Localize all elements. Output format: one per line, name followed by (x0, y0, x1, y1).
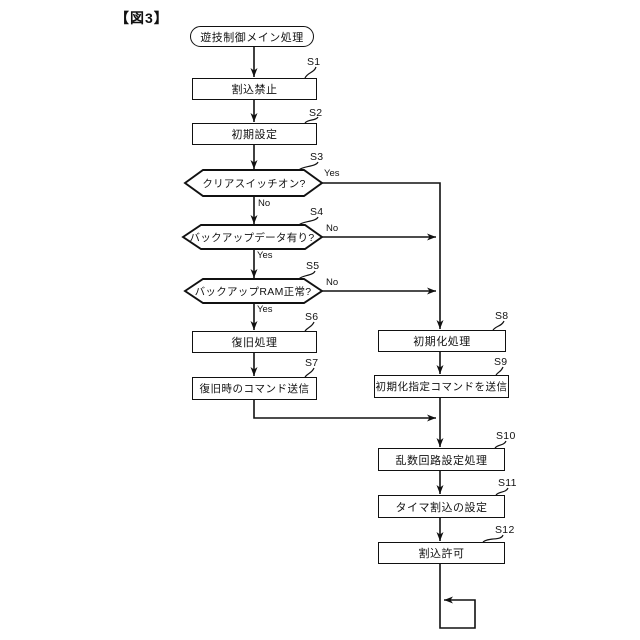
step-s5-label: バックアップRAM正常? (194, 285, 312, 298)
figure-label: 【図3】 (115, 10, 169, 26)
step-s9-label: 初期化指定コマンドを送信 (375, 381, 508, 393)
leader-s6 (304, 321, 315, 332)
step-s8-box: 初期化処理 (378, 330, 506, 352)
leader-s11 (495, 487, 509, 496)
step-s1-label: 割込禁止 (231, 84, 278, 96)
step-id-s4: S4 (310, 206, 324, 218)
step-id-s8: S8 (495, 310, 509, 322)
step-s7-box: 復旧時のコマンド送信 (192, 377, 317, 400)
step-id-s5: S5 (306, 260, 320, 272)
start-terminal-text: 遊技制御メイン処理 (200, 31, 304, 44)
step-s6-label: 復旧処理 (231, 337, 278, 349)
step-s12-box: 割込許可 (378, 542, 505, 564)
step-s8-label: 初期化処理 (413, 336, 471, 348)
edge-s3-yes-to-s8 (322, 182, 444, 329)
step-id-s6: S6 (305, 311, 319, 323)
step-s4-label: バックアップデータ有り? (189, 231, 315, 244)
step-id-s12: S12 (495, 524, 515, 536)
step-s10-label: 乱数回路設定処理 (395, 454, 488, 467)
step-id-s3: S3 (310, 151, 324, 163)
start-terminal: 遊技制御メイン処理 (190, 26, 314, 47)
leader-s8 (492, 320, 505, 331)
step-id-s10: S10 (496, 430, 516, 442)
decision-s4-shape (181, 224, 324, 250)
step-s2-box: 初期設定 (192, 123, 317, 145)
step-s11-box: タイマ割込の設定 (378, 495, 505, 518)
leader-s4 (298, 216, 319, 226)
step-s7-label: 復旧時のコマンド送信 (199, 383, 310, 395)
step-s4-decision: バックアップデータ有り? (187, 225, 317, 249)
leader-s7 (304, 367, 315, 378)
leader-s2 (304, 116, 319, 124)
step-s11-label: タイマ割込の設定 (395, 501, 488, 514)
step-id-s2: S2 (309, 107, 323, 119)
leader-s1 (304, 66, 317, 79)
step-id-s1: S1 (307, 56, 321, 68)
step-s5-decision: バックアップRAM正常? (189, 279, 317, 303)
leader-s9 (495, 366, 504, 376)
branch-s3-yes: Yes (324, 168, 340, 179)
step-id-s9: S9 (494, 356, 508, 368)
decision-s5-shape (183, 278, 324, 304)
leader-s12 (482, 534, 504, 543)
step-id-s7: S7 (305, 357, 319, 369)
edge-s7-merge (253, 398, 436, 422)
branch-s5-yes: Yes (257, 304, 273, 315)
step-s3-decision: クリアスイッチオン? (190, 170, 318, 196)
step-s12-label: 割込許可 (418, 548, 465, 560)
step-s1-box: 割込禁止 (192, 78, 317, 100)
branch-s4-yes: Yes (257, 250, 273, 261)
step-s2-label: 初期設定 (231, 129, 278, 141)
edge-loop-back (439, 562, 476, 629)
step-id-s11: S11 (498, 477, 517, 489)
step-s10-box: 乱数回路設定処理 (378, 448, 505, 471)
step-s3-label: クリアスイッチオン? (202, 177, 306, 190)
branch-s4-no: No (326, 223, 339, 234)
decision-s3-shape (183, 169, 324, 197)
branch-s5-no: No (326, 277, 339, 288)
branch-s3-no: No (258, 198, 271, 209)
leader-s10 (494, 440, 507, 449)
leader-s5 (298, 270, 316, 280)
step-s9-box: 初期化指定コマンドを送信 (374, 375, 509, 398)
step-s6-box: 復旧処理 (192, 331, 317, 353)
leader-s3 (298, 161, 319, 171)
